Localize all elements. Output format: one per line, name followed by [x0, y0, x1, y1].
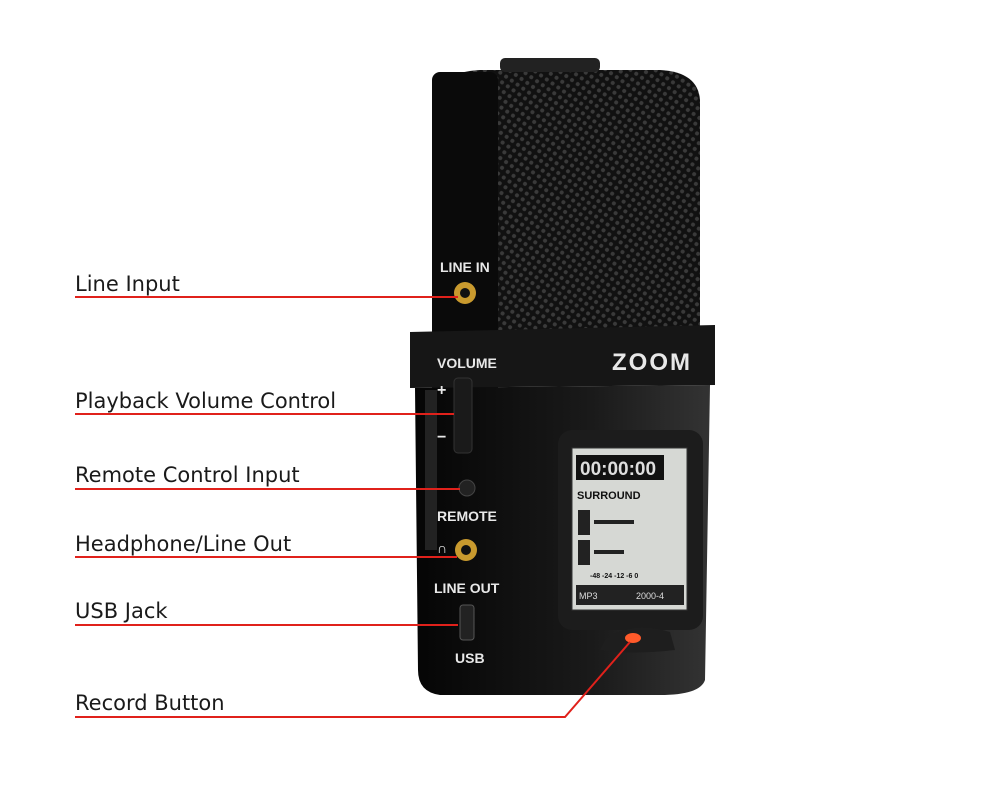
- callout-playback-volume: Playback Volume Control: [75, 389, 337, 413]
- callout-headphone-out: Headphone/Line Out: [75, 532, 292, 556]
- lcd-info: 2000-4: [636, 591, 664, 601]
- headphone-icon: ∩: [437, 540, 447, 556]
- label-minus: −: [437, 429, 446, 446]
- label-plus: +: [437, 382, 446, 399]
- callout-remote-input: Remote Control Input: [75, 463, 300, 487]
- brand-band: [410, 325, 715, 388]
- lcd-format: MP3: [579, 591, 598, 601]
- lcd-counter: 00:00:00: [580, 459, 656, 480]
- label-line-in: LINE IN: [440, 259, 490, 275]
- label-remote: REMOTE: [437, 508, 497, 524]
- record-led: [625, 633, 641, 643]
- volume-rocker[interactable]: [453, 377, 473, 454]
- usb-port[interactable]: [459, 604, 475, 641]
- brand-logo: ZOOM: [612, 349, 692, 376]
- lcd-scale: -48 -24 -12 -6 0: [590, 573, 638, 580]
- microphone-grille: [440, 70, 700, 335]
- lcd-mode: SURROUND: [577, 490, 641, 502]
- callout-usb-jack: USB Jack: [75, 599, 168, 623]
- label-volume: VOLUME: [437, 355, 497, 371]
- callout-record-button: Record Button: [75, 691, 225, 715]
- label-line-out: LINE OUT: [434, 580, 500, 596]
- label-usb: USB: [455, 650, 485, 666]
- remote-jack[interactable]: [458, 479, 476, 497]
- callout-line-input: Line Input: [75, 272, 180, 296]
- callout-line-record-button: [75, 641, 631, 718]
